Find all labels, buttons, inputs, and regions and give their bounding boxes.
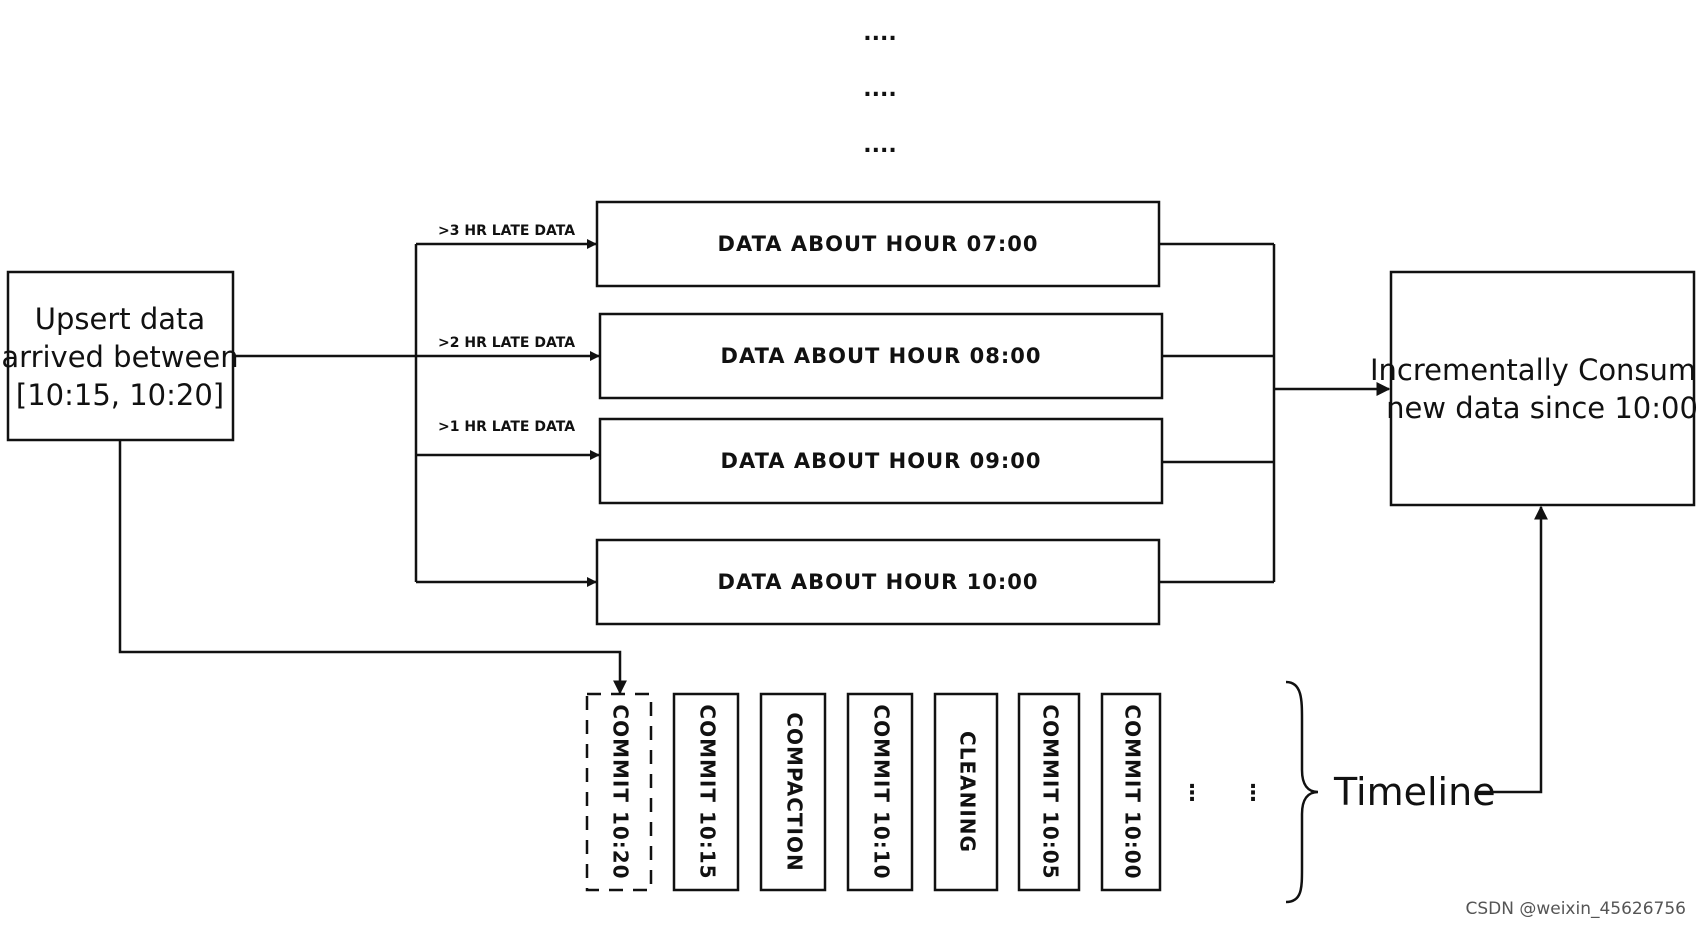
timeline-ellipsis: ⋮ <box>1181 781 1203 806</box>
partition-label: DATA ABOUT HOUR 09:00 <box>721 449 1042 473</box>
merge-connectors <box>1159 242 1391 584</box>
edge-label: >2 HR LATE DATA <box>438 335 575 351</box>
edge-label: >1 HR LATE DATA <box>438 419 575 435</box>
fanout-connectors: >3 HR LATE DATA >2 HR LATE DATA >1 HR LA… <box>233 223 600 587</box>
timeline-instant: CLEANING <box>933 692 999 892</box>
timeline-to-consumer-arrow <box>1476 505 1548 794</box>
watermark: CSDN @weixin_45626756 <box>1465 899 1686 919</box>
source-box: Upsert data arrived between [10:15, 10:2… <box>1 270 239 442</box>
timeline-brace <box>1285 680 1319 904</box>
timeline-label: Timeline <box>1333 770 1496 814</box>
consumer-line: Incrementally Consume <box>1370 353 1696 387</box>
instant-label: COMMIT 10:20 <box>609 704 633 879</box>
instant-label: COMMIT 10:15 <box>696 704 720 879</box>
instant-label: CLEANING <box>956 731 980 853</box>
edge-label: >3 HR LATE DATA <box>438 223 575 239</box>
timeline-ellipsis: ⋮ <box>1242 781 1264 806</box>
partition-label: DATA ABOUT HOUR 08:00 <box>721 344 1042 368</box>
timeline-instant: COMMIT 10:05 <box>1017 692 1081 892</box>
consumer-line: new data since 10:00 <box>1386 391 1696 425</box>
timeline-instant: COMMIT 10:15 <box>672 692 740 892</box>
source-line: [10:15, 10:20] <box>16 378 224 412</box>
source-line: Upsert data <box>35 302 205 336</box>
instant-label: COMMIT 10:05 <box>1039 704 1063 879</box>
source-to-commit-arrow <box>118 440 627 695</box>
instant-label: COMPACTION <box>783 712 807 871</box>
timeline-instant: COMMIT 10:10 <box>846 692 914 892</box>
partition-box: DATA ABOUT HOUR 07:00 <box>595 200 1161 288</box>
top-ellipsis: .... .... .... <box>863 21 896 158</box>
timeline-instant: COMMIT 10:00 <box>1100 692 1162 892</box>
timeline-instant: COMMIT 10:20 <box>585 692 653 892</box>
timeline-instant: COMPACTION <box>759 692 827 892</box>
source-line: arrived between <box>1 340 238 374</box>
instant-label: COMMIT 10:00 <box>1121 704 1145 879</box>
ellipsis-row: .... <box>863 133 896 158</box>
partition-box: DATA ABOUT HOUR 09:00 <box>598 417 1164 505</box>
consumer-box: Incrementally Consume new data since 10:… <box>1370 270 1696 507</box>
partition-box: DATA ABOUT HOUR 10:00 <box>595 538 1161 626</box>
ellipsis-row: .... <box>863 21 896 46</box>
ellipsis-row: .... <box>863 77 896 102</box>
instant-label: COMMIT 10:10 <box>870 704 894 879</box>
partition-label: DATA ABOUT HOUR 10:00 <box>718 570 1039 594</box>
partition-box: DATA ABOUT HOUR 08:00 <box>598 312 1164 400</box>
partition-label: DATA ABOUT HOUR 07:00 <box>718 232 1039 256</box>
